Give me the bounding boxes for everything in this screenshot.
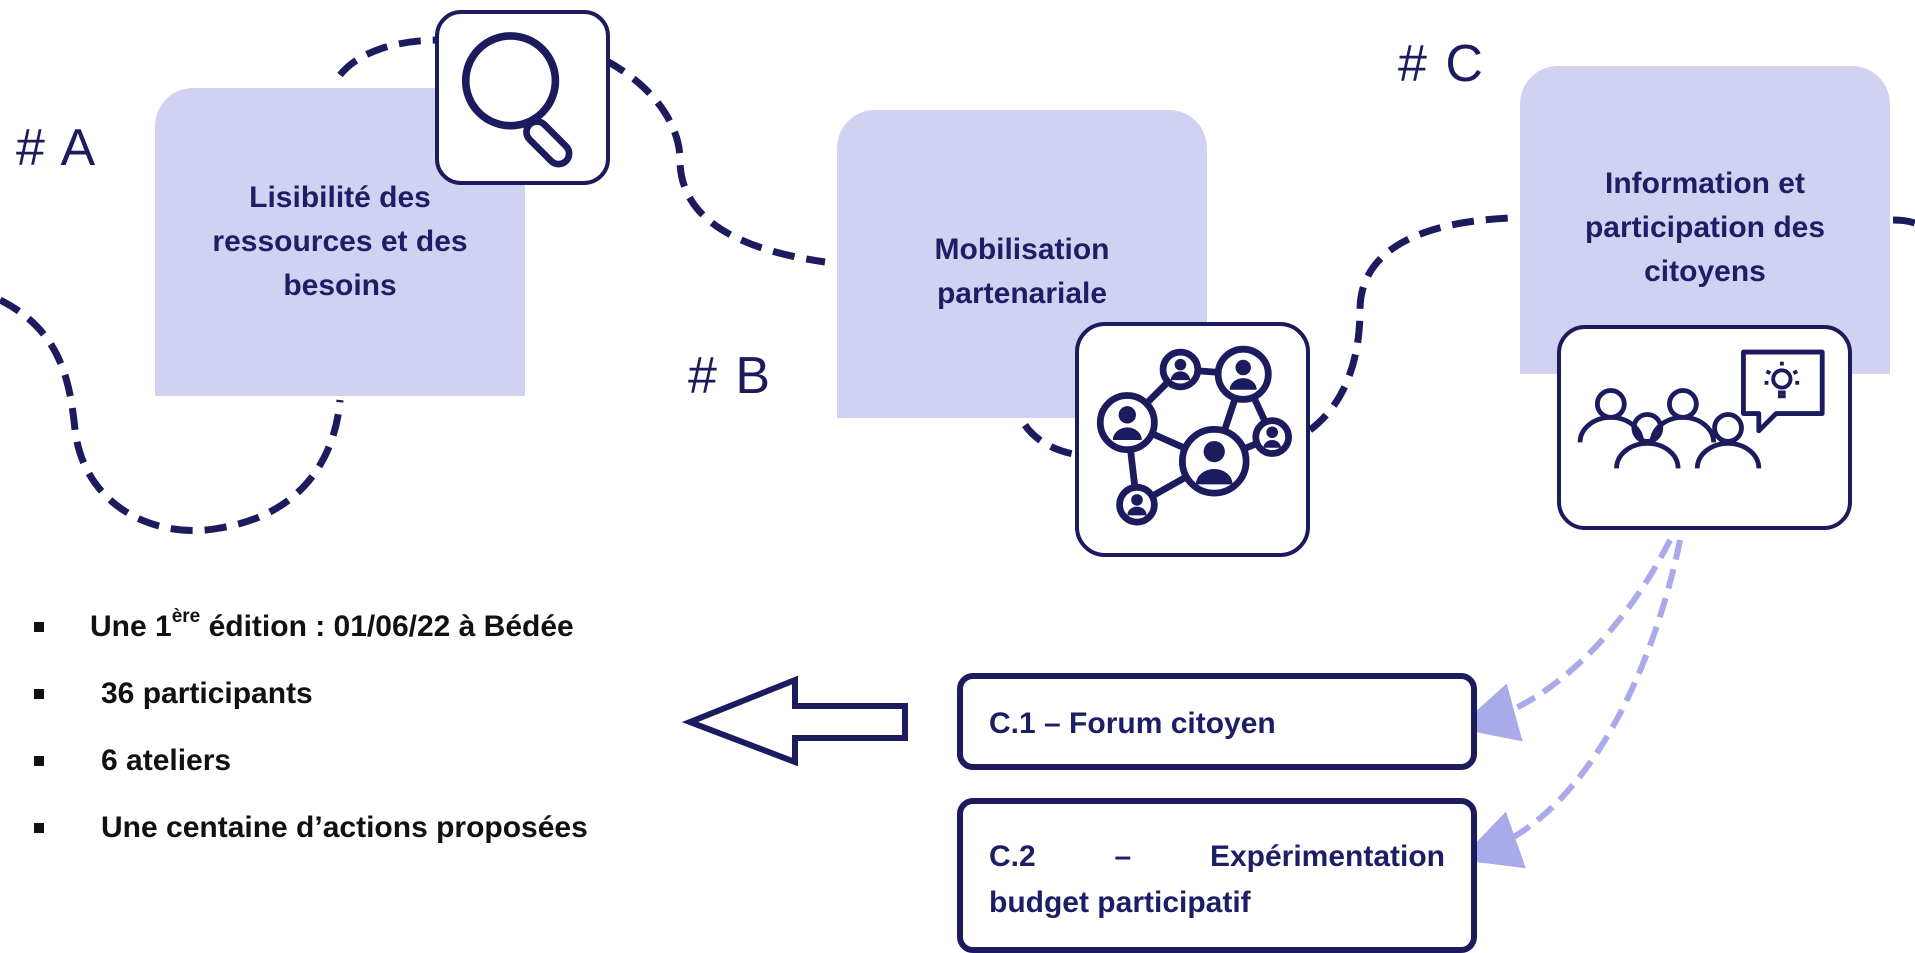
card-c-text: Information et participation des citoyen… — [1585, 162, 1825, 294]
bullet-square-icon — [34, 756, 44, 766]
box-c1-text: C.1 – Forum citoyen — [989, 707, 1276, 740]
box-c1: C.1 – Forum citoyen — [957, 673, 1477, 770]
list-item-suffix: édition : 01/06/22 à Bédée — [200, 610, 574, 643]
bullet-square-icon — [34, 823, 44, 833]
group-icon-box — [1557, 325, 1852, 530]
box-c2: C.2 – Expérimentation budget participati… — [957, 798, 1477, 953]
list-item-text: 6 ateliers — [101, 744, 232, 777]
dashed-path-b-to-c — [1307, 214, 1511, 433]
card-a: Lisibilité des ressources et des besoins — [155, 88, 525, 396]
dashed-path-top-a — [337, 36, 441, 78]
box-c2-word: – — [1114, 840, 1132, 873]
card-a-line: Lisibilité des — [249, 181, 431, 214]
label-b: # B — [688, 347, 773, 405]
bullet-square-icon — [34, 689, 44, 699]
magnifier-icon — [461, 32, 573, 168]
network-icon-box — [1075, 322, 1310, 557]
bullet-square-icon — [34, 622, 44, 632]
dashed-path-b-bottom — [1022, 422, 1081, 459]
dashed-path-a-to-b — [603, 56, 826, 266]
label-c: # C — [1398, 35, 1485, 93]
box-c2-word: C.2 — [989, 840, 1036, 873]
list-item-text: Une 1ère édition : 01/06/22 à Bédée — [90, 606, 574, 644]
dashed-arrow-to-c2 — [1459, 539, 1683, 869]
card-a-line: besoins — [283, 269, 397, 302]
list-item-text: 36 participants — [101, 677, 313, 710]
card-c: Information et participation des citoyen… — [1520, 66, 1890, 374]
network-people-icon — [1096, 345, 1292, 526]
card-b-line: Mobilisation — [934, 233, 1110, 266]
card-c-line: citoyens — [1644, 255, 1766, 288]
magnifier-icon-box — [435, 10, 610, 185]
dashed-path-right-exit — [1892, 216, 1915, 228]
card-b: Mobilisation partenariale — [837, 110, 1207, 418]
card-b-line: partenariale — [936, 277, 1108, 310]
group-idea-icon — [1577, 349, 1825, 469]
box-c2-line1: C.2 – Expérimentation — [989, 840, 1445, 874]
list-item-prefix: Une 1 — [90, 610, 172, 643]
label-a: # A — [16, 119, 98, 177]
dashed-path-left-loop — [0, 296, 344, 535]
card-c-line: participation des — [1584, 211, 1826, 244]
card-b-text: Mobilisation partenariale — [935, 228, 1110, 316]
card-a-text: Lisibilité des ressources et des besoins — [212, 176, 467, 308]
box-c2-word: Expérimentation — [1209, 840, 1445, 873]
card-a-line: ressources et des — [212, 225, 468, 258]
dashed-arrow-to-c1 — [1456, 538, 1673, 742]
box-c2-line2: budget participatif — [989, 886, 1251, 919]
list-item-text: Une centaine d’actions proposées — [101, 811, 588, 844]
card-c-line: Information et — [1604, 167, 1805, 200]
list-item-sup: ère — [171, 606, 201, 627]
left-arrow-shape — [681, 675, 908, 767]
